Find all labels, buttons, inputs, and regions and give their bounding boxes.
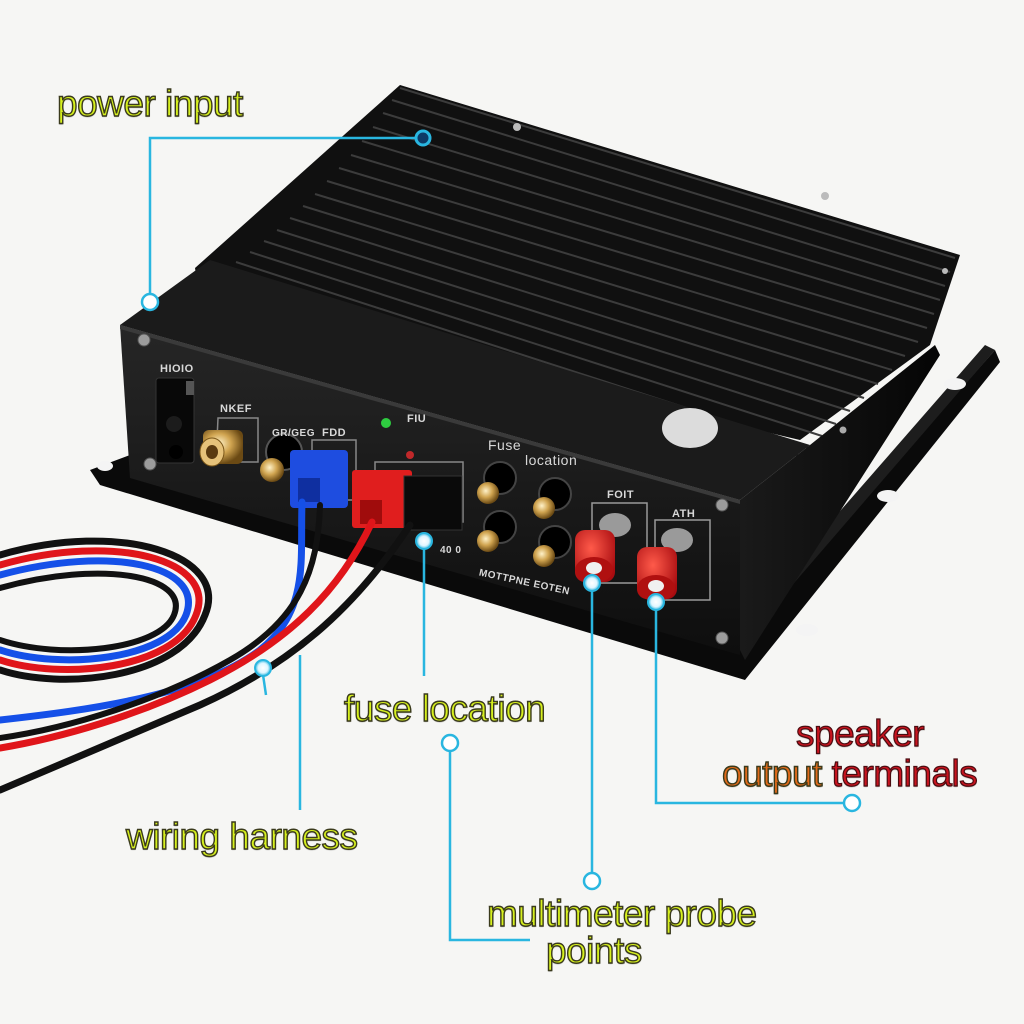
callout-dot-icon xyxy=(440,733,460,753)
screw-icon xyxy=(839,426,847,434)
led-marking: FIU xyxy=(407,413,427,425)
badge-disc xyxy=(662,408,718,448)
case-side xyxy=(740,345,940,660)
blue-connector-marking: FDD xyxy=(322,427,347,439)
power-connector[interactable] xyxy=(352,461,464,531)
case-top-plate xyxy=(120,260,810,500)
protect-led xyxy=(406,451,414,459)
flange-hole xyxy=(944,378,966,390)
power-led xyxy=(381,418,391,428)
callout-wiring-harness: wiring harness xyxy=(125,816,358,857)
callout-dot-icon xyxy=(647,593,665,611)
switch-marking: HIOIO xyxy=(160,363,194,375)
knob-marking: GR/GEG xyxy=(272,428,316,439)
screw-icon xyxy=(143,457,157,471)
callout-fuse-location: fuse location xyxy=(343,688,546,729)
screw-icon xyxy=(715,631,729,645)
fuse-posts[interactable] xyxy=(477,461,572,567)
callout-dot-icon xyxy=(582,871,602,891)
callout-power-input: power input xyxy=(56,83,244,124)
screw-icon xyxy=(513,123,521,131)
callout-dot-icon xyxy=(254,659,272,677)
flange-hole xyxy=(796,624,818,636)
flange-hole xyxy=(877,490,899,502)
callout-dot-icon xyxy=(842,793,862,813)
callout-multimeter-line2: points xyxy=(545,930,643,971)
flange-hole xyxy=(97,461,113,471)
callout-speaker-line1: speaker xyxy=(795,713,925,754)
callout-dot-icon xyxy=(415,532,433,550)
screw-icon xyxy=(942,268,948,274)
mode-switch[interactable] xyxy=(155,377,195,464)
callout-speaker-output-word: output xyxy=(721,753,823,794)
rca-input-jack[interactable] xyxy=(199,417,259,467)
blue-connector[interactable] xyxy=(290,439,357,508)
terminal-left-marking: FOIT xyxy=(607,489,635,501)
callout-dot-icon xyxy=(140,292,160,312)
screw-icon xyxy=(715,498,729,512)
fuse-marking: Fuse xyxy=(488,437,522,453)
callout-dot-icon xyxy=(583,574,601,592)
connector-bottom-marking: 40 0 xyxy=(440,545,462,556)
location-marking: location xyxy=(525,452,578,468)
callout-lines xyxy=(148,136,852,942)
callout-dot-icon xyxy=(414,129,432,147)
callout-dots xyxy=(140,129,862,891)
screw-icon xyxy=(137,333,151,347)
screw-icon xyxy=(821,192,829,200)
terminal-right-marking: ATH xyxy=(672,508,696,520)
rca-marking: NKEF xyxy=(220,403,252,415)
callout-speaker-line2: output terminals xyxy=(721,753,978,794)
callout-speaker-terminals-word: terminals xyxy=(831,753,978,794)
speaker-terminals[interactable] xyxy=(575,502,711,601)
wiring-harness-cables xyxy=(0,498,414,794)
callout-multimeter-line1: multimeter probe xyxy=(486,893,758,934)
